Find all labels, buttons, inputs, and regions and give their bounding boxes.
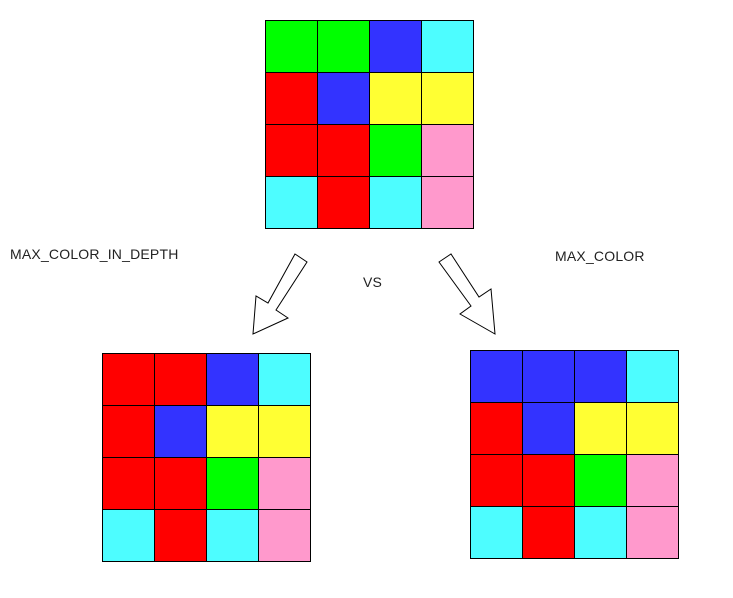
grid-cell	[259, 354, 311, 406]
grid-cell	[471, 507, 523, 559]
grid-cell	[103, 458, 155, 510]
grid-cell	[103, 510, 155, 562]
grid-cell	[266, 125, 318, 177]
max-color-in-depth-label: MAX_COLOR_IN_DEPTH	[10, 246, 179, 262]
grid-cell	[155, 406, 207, 458]
grid-cell	[318, 21, 370, 73]
grid-cell	[370, 177, 422, 229]
grid-cell	[471, 351, 523, 403]
grid-cell	[627, 455, 679, 507]
grid-cell	[155, 510, 207, 562]
grid-cell	[575, 507, 627, 559]
grid-cell	[266, 177, 318, 229]
grid-cell	[155, 354, 207, 406]
vs-label: VS	[363, 274, 383, 290]
grid-cell	[422, 177, 474, 229]
grid-cell	[422, 125, 474, 177]
grid-cell	[207, 458, 259, 510]
grid-cell	[103, 354, 155, 406]
grid-cell	[318, 125, 370, 177]
grid-cell	[523, 351, 575, 403]
grid-cell	[266, 73, 318, 125]
grid-cell	[207, 510, 259, 562]
grid-cell	[575, 351, 627, 403]
grid-cell	[575, 403, 627, 455]
grid-cell	[523, 507, 575, 559]
grid-cell	[103, 406, 155, 458]
original-grid	[265, 20, 474, 229]
grid-cell	[259, 510, 311, 562]
grid-cell	[422, 73, 474, 125]
grid-cell	[259, 458, 311, 510]
grid-cell	[627, 507, 679, 559]
grid-cell	[422, 21, 474, 73]
grid-cell	[207, 354, 259, 406]
max-color-label: MAX_COLOR	[555, 248, 645, 264]
grid-cell	[370, 21, 422, 73]
max-color-grid	[470, 350, 679, 559]
grid-cell	[155, 458, 207, 510]
arrow-right-icon	[438, 253, 496, 335]
grid-cell	[207, 406, 259, 458]
grid-cell	[318, 73, 370, 125]
grid-cell	[627, 403, 679, 455]
arrow-left-icon	[252, 253, 308, 335]
grid-cell	[259, 406, 311, 458]
grid-cell	[627, 351, 679, 403]
grid-cell	[266, 21, 318, 73]
grid-cell	[471, 403, 523, 455]
grid-cell	[318, 177, 370, 229]
grid-cell	[523, 403, 575, 455]
max-color-in-depth-grid	[102, 353, 311, 562]
grid-cell	[471, 455, 523, 507]
grid-cell	[523, 455, 575, 507]
grid-cell	[575, 455, 627, 507]
grid-cell	[370, 73, 422, 125]
grid-cell	[370, 125, 422, 177]
